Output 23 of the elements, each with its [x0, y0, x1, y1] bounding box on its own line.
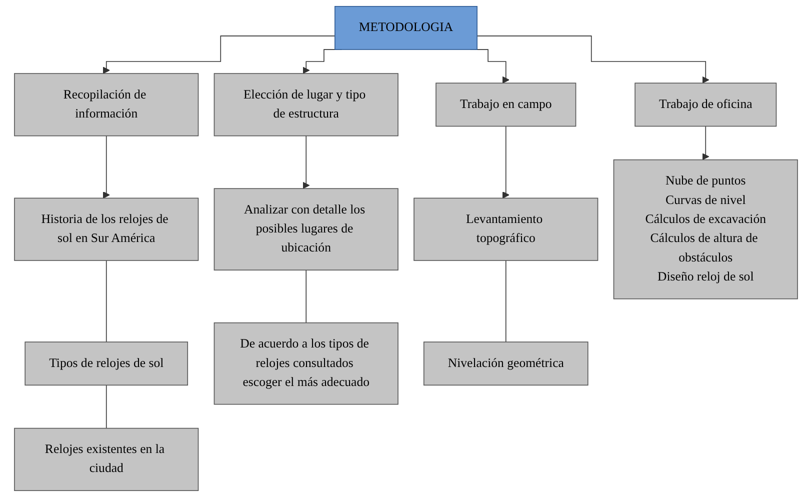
node-box: Recopilación de información: [14, 73, 199, 136]
arrow: [302, 135, 310, 189]
node-box: Levantamiento topográfico: [414, 198, 598, 261]
node-box: METODOLOGIA: [334, 6, 478, 50]
node-box: Trabajo de oficina: [634, 82, 777, 127]
connector: [505, 260, 506, 342]
arrow: [102, 135, 110, 198]
arrow: [102, 36, 336, 74]
node-box: Trabajo en campo: [436, 82, 576, 127]
node-box: Analizar con detalle los posibles lugares de ubicación: [214, 188, 398, 270]
arrow: [476, 36, 710, 84]
arrow: [502, 126, 510, 198]
node-box: Elección de lugar y tipo de estructura: [214, 73, 398, 136]
connector: [306, 270, 307, 324]
arrow: [702, 126, 710, 160]
connector: [106, 384, 107, 429]
node-box: Historia de los relojes de sol en Sur América: [14, 198, 199, 261]
node-box: Relojes existentes en la ciudad: [14, 428, 199, 491]
connector: [106, 260, 107, 342]
node-box: Tipos de relojes de sol: [24, 342, 188, 386]
node-box: Nivelación geométrica: [423, 342, 588, 386]
node-box: De acuerdo a los tipos de relojes consultados escoger el más adecuado: [214, 322, 398, 405]
node-box: Nube de puntos Curvas de nivel Cálculos de excavación Cálculos de altura de obstáculos Diseño reloj de sol: [613, 159, 798, 300]
